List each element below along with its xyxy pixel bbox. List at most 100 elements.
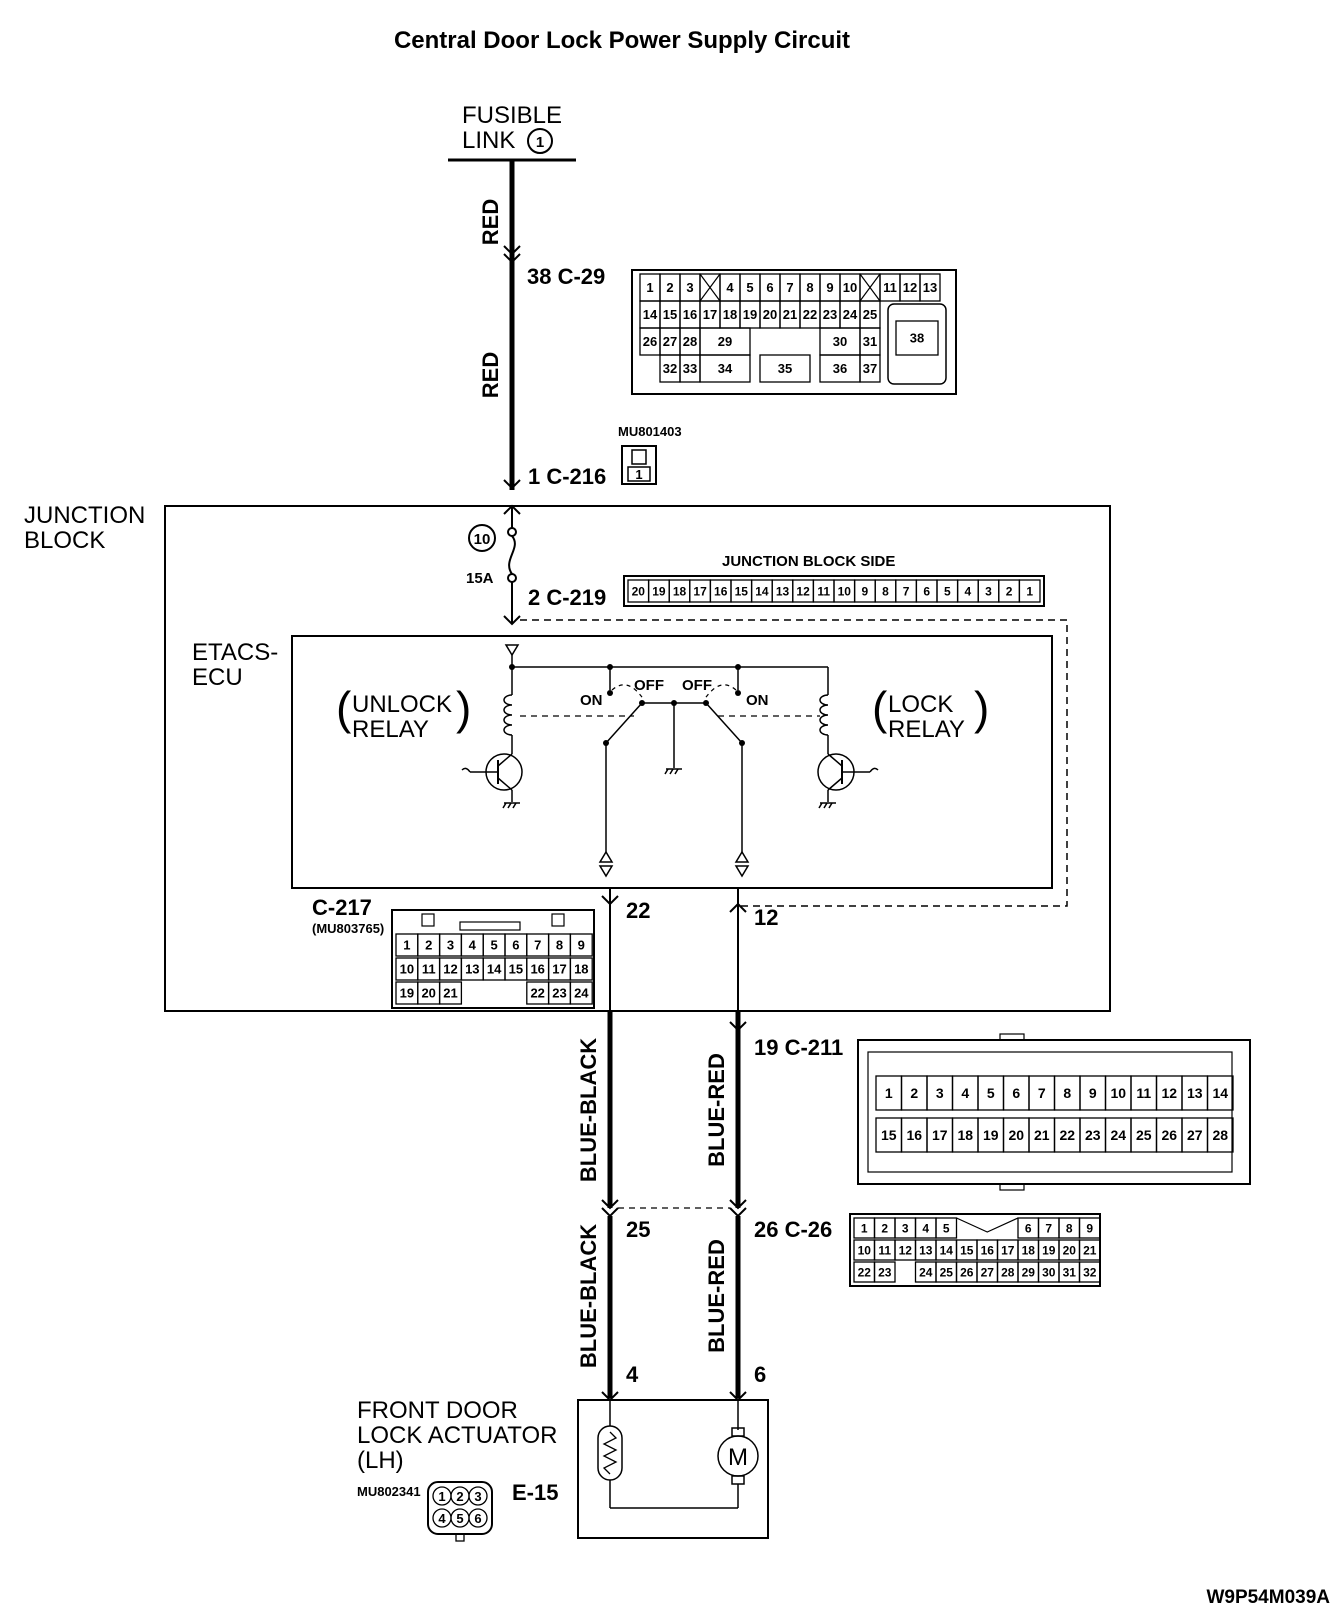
- diagram-title: Central Door Lock Power Supply Circuit: [394, 27, 850, 54]
- connector-pin-label: 4: [965, 584, 972, 598]
- connector-pin-label: 5: [943, 1221, 950, 1235]
- junction-block-label: JUNCTION: [24, 502, 145, 529]
- c219-label: 2 C-219: [528, 585, 606, 610]
- connector-pin-label: 22: [803, 307, 817, 322]
- connector-pin-label: 5: [944, 584, 951, 598]
- connector-pin-label: 19: [1042, 1243, 1056, 1257]
- connector-pin-label: 3: [474, 1489, 481, 1504]
- motor-label: M: [728, 1444, 748, 1471]
- diagram-code: W9P54M039A: [1206, 1587, 1330, 1608]
- connector-pin-label: 6: [923, 584, 930, 598]
- connector-pin-label: 18: [673, 584, 687, 598]
- actuator-box: [577, 1399, 769, 1539]
- connector-pin-label: 22: [1059, 1127, 1075, 1143]
- connector-pin-label: 10: [400, 962, 414, 977]
- connector-pin-label: 3: [902, 1221, 909, 1235]
- connector-c216-latch: [631, 449, 647, 465]
- wire-color-blue-black-1: BLUE-BLACK: [576, 1038, 601, 1182]
- connector-pin-label: 6: [1025, 1221, 1032, 1235]
- connector-pin-label: 23: [552, 986, 566, 1001]
- fusible-link-number-circle: [527, 128, 553, 154]
- c26-pin-25: 25: [626, 1217, 650, 1242]
- terminal-c211: [729, 1021, 747, 1032]
- lock-switch-arm: [705, 702, 743, 744]
- connector-pin-label: 11: [817, 584, 830, 598]
- fusible-link-label: FUSIBLE: [462, 102, 562, 129]
- connector-pin-label: 10: [1110, 1085, 1126, 1101]
- unlock-relay-bracket-open: (: [336, 682, 352, 734]
- lock-transistor-input: [869, 767, 879, 773]
- etacs-label: ETACS-: [192, 639, 278, 666]
- c29-label: 38 C-29: [527, 264, 605, 289]
- connector-pin-label: 17: [703, 307, 717, 322]
- c216-pin: 1: [635, 467, 642, 482]
- connector-pin-label: 2: [910, 1085, 918, 1101]
- connector-cell: [569, 981, 593, 1005]
- terminal-c26-left-a: [601, 1199, 619, 1210]
- fuse-number-circle: [468, 524, 496, 552]
- connector-pin-label: 9: [826, 280, 833, 295]
- connector-pin-label: 6: [512, 938, 519, 953]
- connector-pin-label: 4: [922, 1221, 929, 1235]
- unlock-relay-label: UNLOCK: [352, 691, 452, 718]
- connector-pin-label: 4: [469, 938, 477, 953]
- connector-cell: [935, 1217, 958, 1239]
- connector-pin-label: 25: [1136, 1127, 1152, 1143]
- connector-pin-label: 11: [422, 962, 436, 977]
- actuator-label-3: (LH): [357, 1447, 404, 1474]
- connector-cell: [759, 354, 811, 383]
- connector-pin-label: 9: [1086, 1221, 1093, 1235]
- lock-transistor-collector: [827, 753, 843, 767]
- connector-pin-label: 19: [652, 584, 666, 598]
- connector-cell: [895, 320, 939, 356]
- connector-pin-label: 16: [530, 962, 544, 977]
- connector-pin-label: 8: [556, 938, 563, 953]
- wire-color-blue-red-2: BLUE-RED: [704, 1239, 729, 1353]
- connector-pin-label: 4: [726, 280, 734, 295]
- connector-pin-label: 2: [881, 1221, 888, 1235]
- terminal-c29-bottom: [503, 253, 521, 264]
- connector-pin-label: 18: [957, 1127, 973, 1143]
- connector-pin-label: 8: [1063, 1085, 1071, 1101]
- unlock-relay-coil: [503, 694, 513, 736]
- connector-pin-label: 16: [714, 584, 728, 598]
- connector-pin-label: 12: [1161, 1085, 1177, 1101]
- connector-pin-label: 9: [1089, 1085, 1097, 1101]
- connector-pin-label: 10: [858, 1243, 872, 1257]
- connector-pin-label: 9: [862, 584, 869, 598]
- connector-pin-label: 6: [766, 280, 773, 295]
- connector-pin-label: 11: [883, 280, 897, 295]
- lock-relay-bracket-open: (: [872, 682, 888, 734]
- lock-relay-bracket-close: ): [974, 682, 989, 734]
- connector-pin-label: 5: [490, 938, 497, 953]
- connector-pin-label: 13: [923, 280, 937, 295]
- connector-pin-label: 20: [1063, 1243, 1077, 1257]
- connector-pin-label: 9: [578, 938, 585, 953]
- connector-pin-label: 24: [574, 986, 589, 1001]
- c219-side-label: JUNCTION BLOCK SIDE: [722, 553, 895, 570]
- connector-pin-label: 31: [1063, 1265, 1077, 1279]
- fuse-element: [508, 535, 516, 575]
- connector-pin-label: 18: [574, 962, 588, 977]
- connector-cell: [569, 957, 593, 981]
- connector-pin-label: 20: [421, 986, 435, 1001]
- connector-pin-label: 1: [646, 280, 653, 295]
- connector-pin-label: 7: [786, 280, 793, 295]
- connector-cell: [1078, 1239, 1101, 1261]
- connector-pin-label: 13: [465, 962, 479, 977]
- unlock-relay-bracket-close: ): [456, 682, 471, 734]
- connector-pin-label: 3: [985, 584, 992, 598]
- unlock-transistor-emitter: [497, 777, 513, 791]
- connector-pin-label: 32: [1083, 1265, 1097, 1279]
- unlock-output-terminal-up: [598, 850, 614, 863]
- unlock-transistor-collector: [497, 753, 513, 767]
- fuse-terminal-bottom: [507, 573, 517, 583]
- lock-on-contact: [735, 690, 741, 696]
- connector-pin-label: 5: [746, 280, 753, 295]
- connector-pin-label: 28: [1212, 1127, 1228, 1143]
- connector-pin-label: 15: [735, 584, 749, 598]
- connector-cell: [859, 354, 881, 383]
